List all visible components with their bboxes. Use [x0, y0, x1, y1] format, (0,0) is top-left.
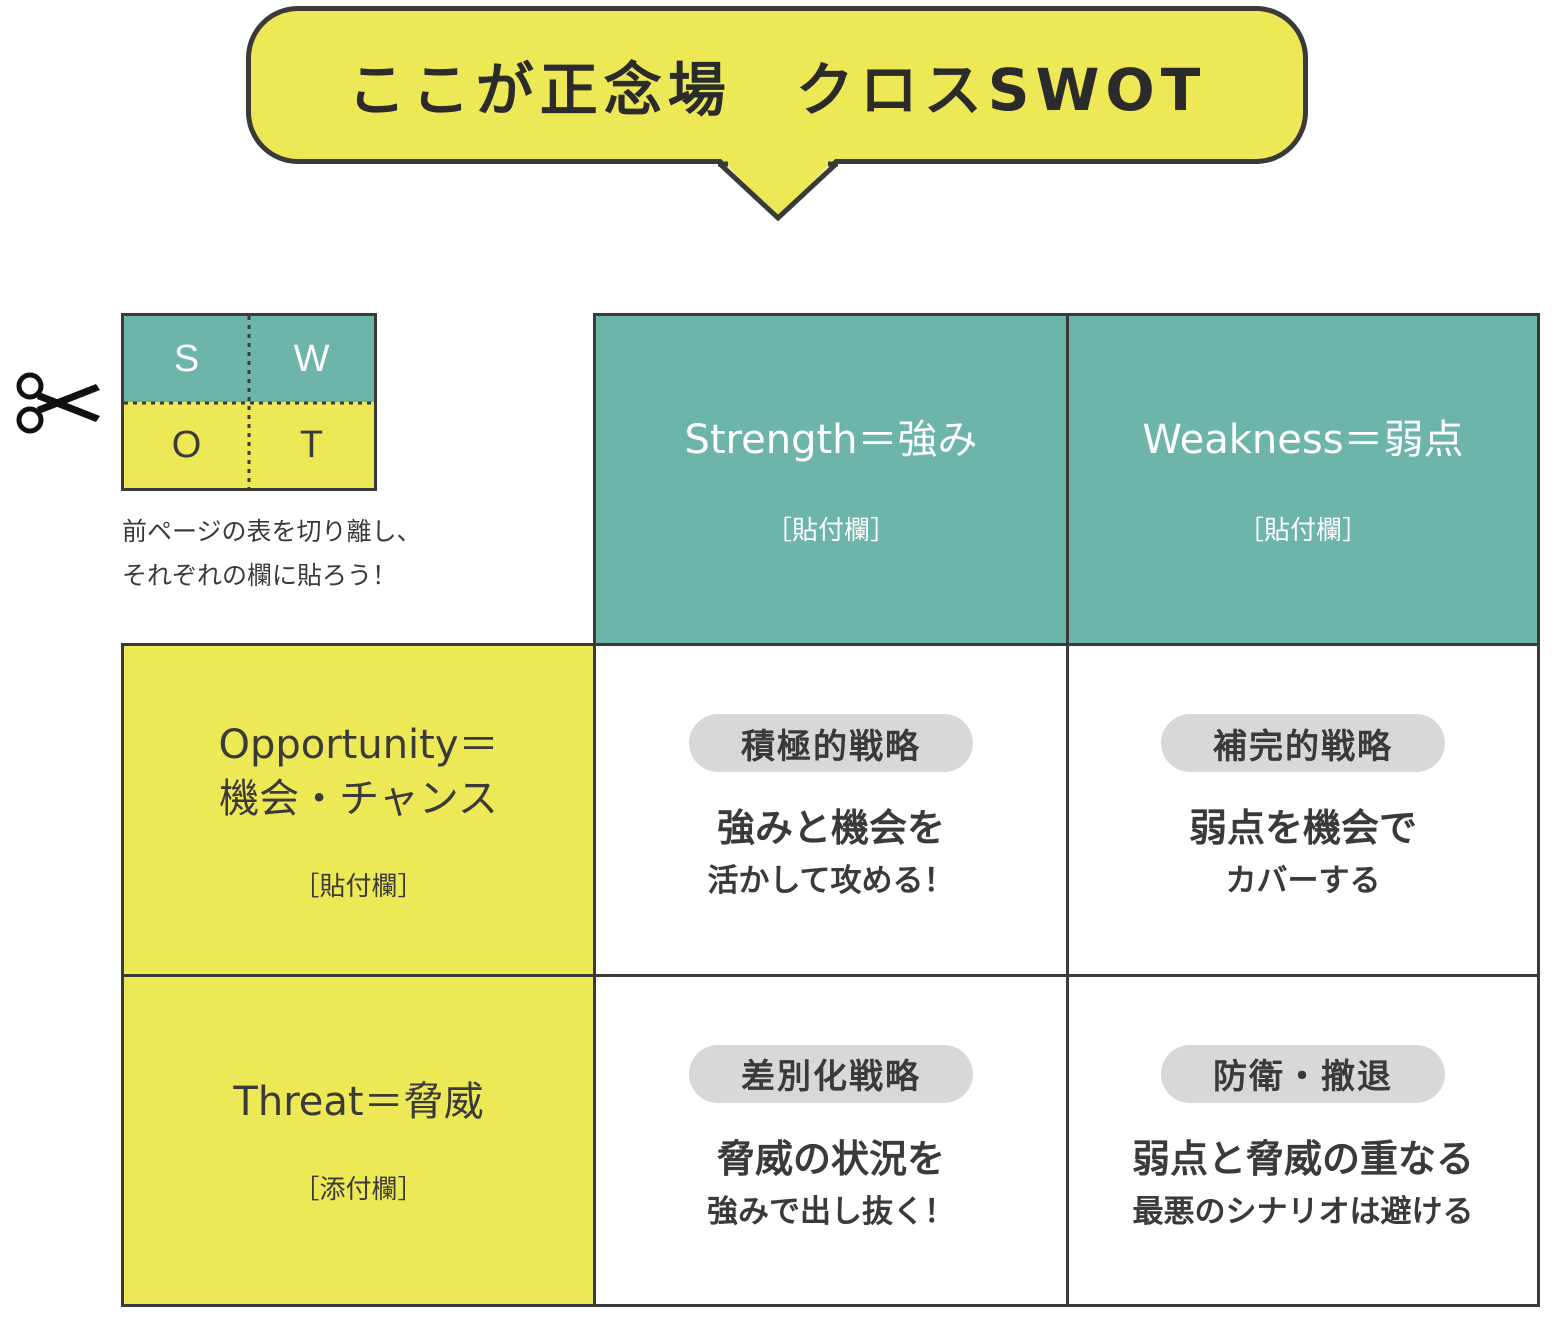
bubble-tail: [718, 158, 838, 222]
page-title: ここが正念場 クロスSWOT: [347, 56, 1207, 124]
weakness-title: Weakness＝弱点: [1142, 417, 1464, 463]
note-line-2: それぞれの欄に貼ろう！: [122, 561, 398, 590]
weakness-paste-label: ［貼付欄］: [1237, 516, 1368, 546]
st-strategy-line-2: 強みで出し抜く！: [707, 1193, 955, 1230]
wo-strategy-label: 補完的戦略: [1161, 714, 1445, 772]
wt-strategy-cell: 防衛・撤退 弱点と脅威の重なる 最悪のシナリオは避ける: [1066, 974, 1540, 1307]
wo-strategy-line-1: 弱点を機会で: [1188, 806, 1417, 850]
st-strategy-cell: 差別化戦略 脅威の状況を 強みで出し抜く！: [593, 974, 1069, 1307]
opportunity-header: Opportunity＝ 機会・チャンス ［貼付欄］: [121, 643, 596, 977]
so-strategy-line-2: 活かして攻める！: [707, 863, 955, 899]
title-bubble: ここが正念場 クロスSWOT: [246, 6, 1308, 164]
opportunity-title-line-2: 機会・チャンス: [219, 775, 498, 822]
note-line-1: 前ページの表を切り離し、: [122, 517, 422, 546]
so-strategy-cell: 積極的戦略 強みと機会を 活かして攻める！: [593, 643, 1069, 977]
key-t: T: [249, 402, 374, 488]
wo-strategy-line-2: カバーする: [1225, 863, 1381, 899]
wo-strategy-cell: 補完的戦略 弱点を機会で カバーする: [1066, 643, 1540, 977]
threat-paste-label: ［添付欄］: [293, 1175, 424, 1205]
swot-key: S W O T: [121, 313, 377, 491]
opportunity-title-line-1: Opportunity＝: [218, 721, 499, 768]
strength-title: Strength＝強み: [684, 417, 978, 463]
strength-paste-label: ［貼付欄］: [765, 516, 896, 546]
key-o: O: [124, 402, 249, 488]
opportunity-paste-label: ［貼付欄］: [293, 871, 424, 902]
threat-title: Threat＝脅威: [233, 1079, 484, 1125]
wt-strategy-line-2: 最悪のシナリオは避ける: [1132, 1193, 1474, 1230]
key-cut-lines: [124, 316, 374, 488]
key-w: W: [249, 316, 374, 402]
key-s: S: [124, 316, 249, 402]
scissors-icon: [16, 372, 100, 434]
instruction-note: 前ページの表を切り離し、 それぞれの欄に貼ろう！: [122, 510, 422, 598]
st-strategy-label: 差別化戦略: [689, 1044, 973, 1103]
wt-strategy-label: 防衛・撤退: [1161, 1044, 1445, 1103]
threat-header: Threat＝脅威 ［添付欄］: [121, 974, 596, 1307]
wt-strategy-line-1: 弱点と脅威の重なる: [1131, 1136, 1474, 1181]
so-strategy-label: 積極的戦略: [689, 714, 973, 772]
st-strategy-line-1: 脅威の状況を: [716, 1136, 945, 1181]
so-strategy-line-1: 強みと機会を: [716, 806, 945, 850]
weakness-header: Weakness＝弱点 ［貼付欄］: [1066, 313, 1540, 646]
strength-header: Strength＝強み ［貼付欄］: [593, 313, 1069, 646]
